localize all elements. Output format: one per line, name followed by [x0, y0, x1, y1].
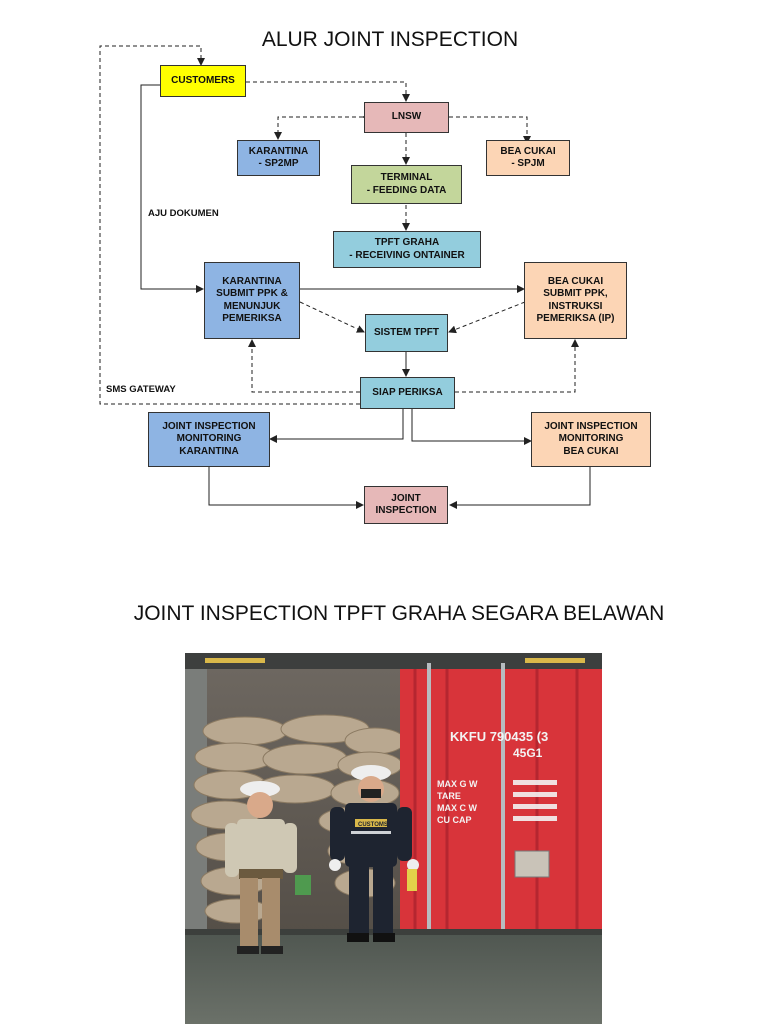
- photo-section-title: JOINT INSPECTION TPFT GRAHA SEGARA BELAW…: [133, 602, 665, 625]
- officer-karantina: [225, 781, 311, 954]
- container-inspection-photo: KKFU 790435 (3 45G1 MAX G W TARE MAX C W…: [185, 653, 602, 1024]
- arrow-siap-karantina: [248, 339, 360, 393]
- arrow-sms-loop: [99, 45, 360, 405]
- node-sistem-tpft: SISTEM TPFT: [365, 314, 448, 352]
- node-tpft-graha: TPFT GRAHA - RECEIVING ONTAINER: [333, 231, 481, 268]
- node-ji-bea-cukai: JOINT INSPECTION MONITORING BEA CUKAI: [531, 412, 651, 467]
- arrow-customers-karantina: [140, 84, 204, 293]
- arrow-jik-joint: [208, 467, 364, 509]
- label-tare: TARE: [437, 791, 461, 801]
- node-lnsw: LNSW: [364, 102, 449, 133]
- container-type: 45G1: [513, 746, 543, 760]
- sacks: [190, 714, 406, 924]
- label-aju-dokumen: AJU DOKUMEN: [148, 208, 219, 219]
- label-sms-gateway: SMS GATEWAY: [106, 384, 176, 395]
- node-bea-cukai-submit: BEA CUKAI SUBMIT PPK, INSTRUKSI PEMERIKS…: [524, 262, 627, 339]
- arrow-karantina-sistem: [299, 301, 365, 333]
- arrow-lnsw-karantina: [274, 113, 370, 140]
- node-bea-cukai-spjm: BEA CUKAI - SPJM: [486, 140, 570, 176]
- arrow-siap-ji-karantina: [269, 404, 404, 443]
- arrow-lnsw-beacukai: [442, 113, 531, 144]
- customs-patch-text: CUSTOMS: [358, 822, 388, 828]
- node-terminal: TERMINAL - FEEDING DATA: [351, 165, 462, 204]
- arrow-siap-beacukai: [455, 339, 579, 393]
- node-customers: CUSTOMERS: [160, 65, 246, 97]
- node-ji-karantina: JOINT INSPECTION MONITORING KARANTINA: [148, 412, 270, 467]
- arrow-siap-ji-beacukai: [411, 404, 532, 445]
- node-karantina-sp2mp: KARANTINA - SP2MP: [237, 140, 320, 176]
- arrow-jib-joint: [449, 467, 591, 509]
- container-number: KKFU 790435 (3: [450, 729, 548, 744]
- diagram-title: ALUR JOINT INSPECTION: [261, 28, 519, 51]
- arrow-beacukai-sistem: [448, 301, 526, 334]
- node-joint-inspection: JOINT INSPECTION: [364, 486, 448, 524]
- node-siap-periksa: SIAP PERIKSA: [360, 377, 455, 409]
- officer-bea-cukai: CUSTOMS: [329, 765, 419, 942]
- node-karantina-submit: KARANTINA SUBMIT PPK & MENUNJUK PEMERIKS…: [204, 262, 300, 339]
- label-max-cw: MAX C W: [437, 803, 478, 813]
- arrow-customers-lnsw: [239, 78, 410, 102]
- diagram-connectors: [99, 45, 591, 509]
- label-max-gw: MAX G W: [437, 779, 478, 789]
- label-cu-cap: CU CAP: [437, 815, 472, 825]
